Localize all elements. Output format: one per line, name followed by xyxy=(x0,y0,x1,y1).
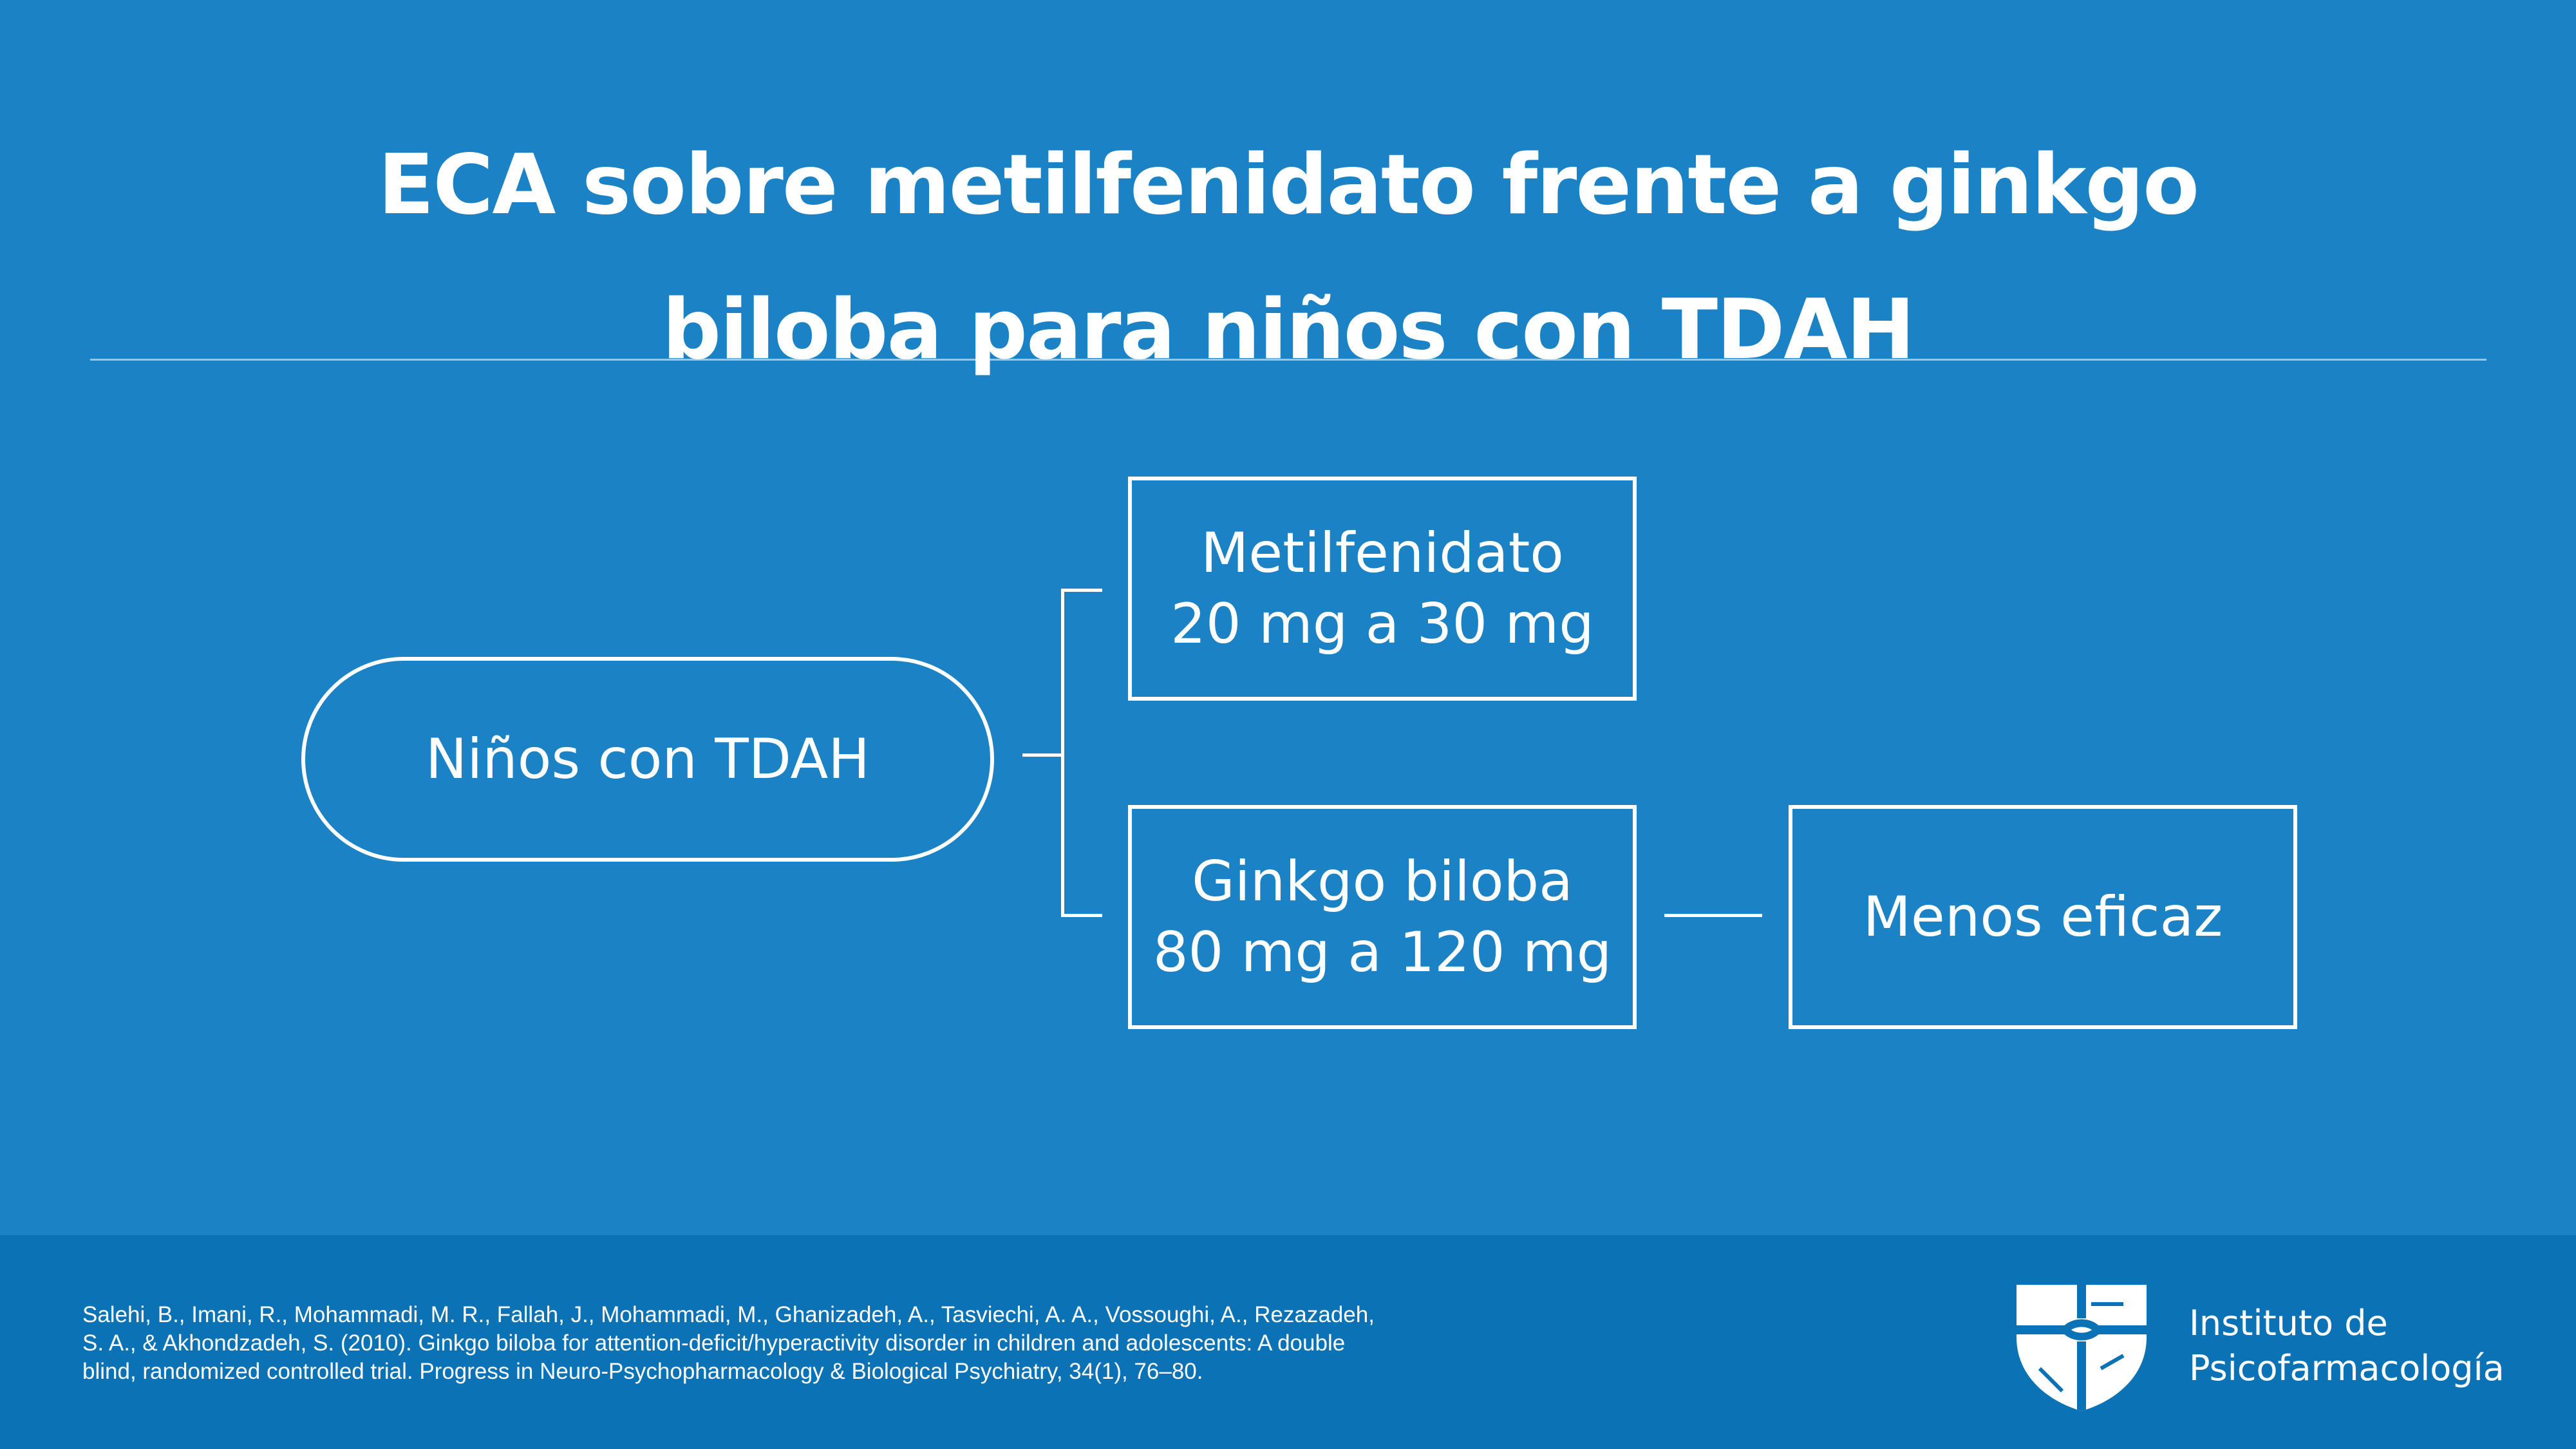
logo-text-line-2: Psicofarmacología xyxy=(2189,1348,2505,1388)
footer-bar xyxy=(0,1235,2576,1449)
citation-line-3: blind, randomized controlled trial. Prog… xyxy=(82,1359,1203,1384)
branch-node-name: Metilfenidato xyxy=(1201,521,1564,585)
root-node-label: Niños con TDAH xyxy=(426,727,870,791)
citation-text: Salehi, B., Imani, R., Mohammadi, M. R.,… xyxy=(82,1301,1499,1386)
connector-bracket-top xyxy=(1061,589,1102,592)
result-node-menos-eficaz: Menos eficaz xyxy=(1789,805,2297,1029)
branch-node-ginkgo-biloba: Ginkgo biloba 80 mg a 120 mg xyxy=(1128,805,1637,1029)
branch-node-dose: 20 mg a 30 mg xyxy=(1170,592,1594,656)
connector-bracket-bottom xyxy=(1061,914,1102,917)
root-node-ninos-con-tdah: Niños con TDAH xyxy=(301,657,994,862)
branch-node-name: Ginkgo biloba xyxy=(1192,849,1573,914)
result-node-label: Menos eficaz xyxy=(1863,885,2223,949)
branch-node-dose: 80 mg a 120 mg xyxy=(1152,920,1612,985)
shield-cross-icon xyxy=(2014,1278,2149,1414)
connector-ginkgo-result xyxy=(1664,914,1762,917)
branch-node-metilfenidato: Metilfenidato 20 mg a 30 mg xyxy=(1128,477,1637,701)
connector-bracket-vertical xyxy=(1061,589,1064,917)
page-title-line-1: ECA sobre metilfenidato frente a ginkgo xyxy=(377,137,2199,233)
logo-wordmark: Instituto de Psicofarmacología xyxy=(2189,1301,2505,1391)
logo-text-line-1: Instituto de xyxy=(2189,1303,2388,1343)
citation-line-1: Salehi, B., Imani, R., Mohammadi, M. R.,… xyxy=(82,1302,1375,1327)
citation-line-2: S. A., & Akhondzadeh, S. (2010). Ginkgo … xyxy=(82,1331,1346,1356)
page-title-line-2: biloba para niños con TDAH xyxy=(662,282,1915,378)
title-divider xyxy=(90,359,2487,361)
page-title: ECA sobre metilfenidato frente a ginkgo … xyxy=(0,113,2576,402)
connector-root-stub xyxy=(1022,753,1061,757)
